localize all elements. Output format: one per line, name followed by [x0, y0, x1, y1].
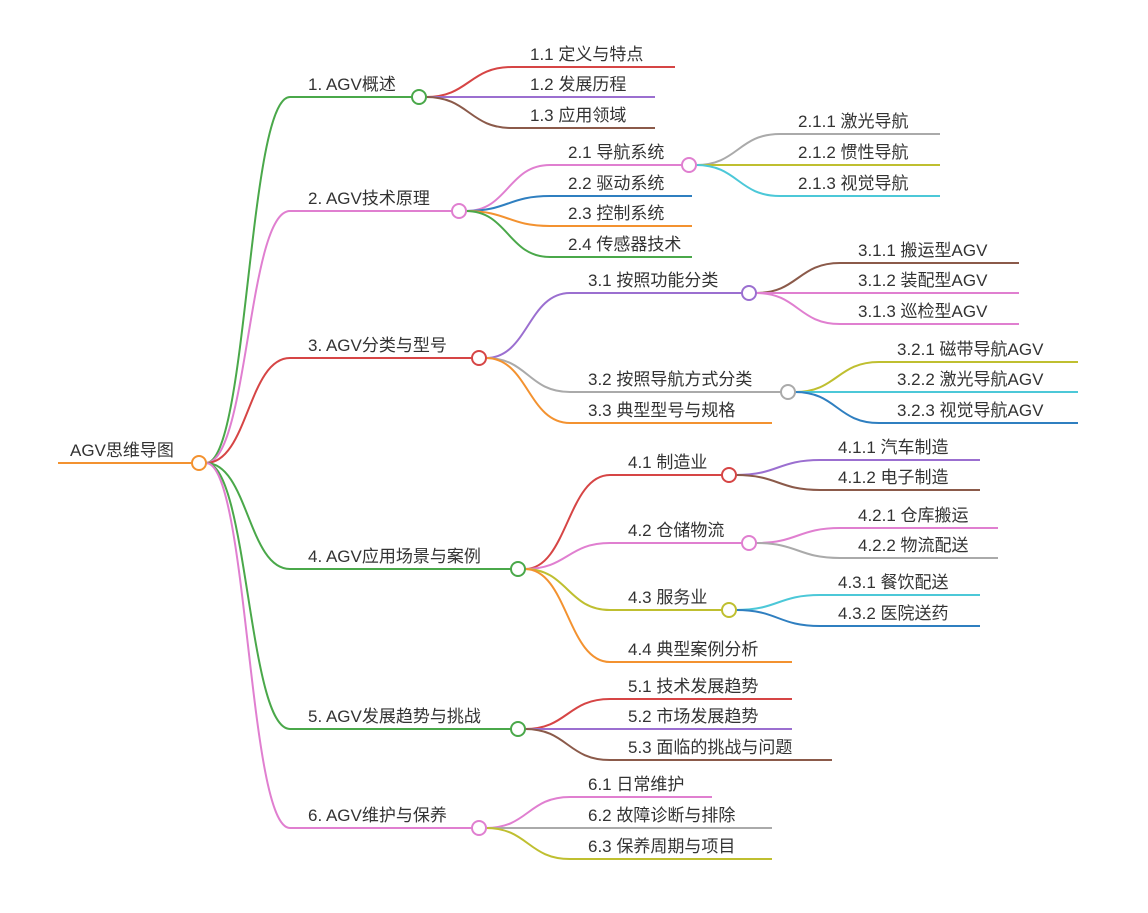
node-label-3-2-3[interactable]: 3.2.3 视觉导航AGV	[897, 401, 1044, 420]
node-label-4-3-2[interactable]: 4.3.2 医院送药	[838, 604, 949, 623]
edge-3-3	[485, 357, 772, 424]
edge-3	[205, 357, 472, 464]
node-label-4-1[interactable]: 4.1 制造业	[628, 453, 707, 472]
node-label-1-2[interactable]: 1.2 发展历程	[530, 75, 626, 94]
node-label-4-3[interactable]: 4.3 服务业	[628, 588, 707, 607]
edge-6-3	[485, 827, 772, 860]
node-label-6[interactable]: 6. AGV维护与保养	[308, 806, 447, 825]
node-label-3-2-1[interactable]: 3.2.1 磁带导航AGV	[897, 340, 1044, 359]
node-label-2-1[interactable]: 2.1 导航系统	[568, 143, 664, 162]
node-label-3[interactable]: 3. AGV分类与型号	[308, 336, 447, 355]
edge-3-1	[485, 292, 742, 359]
edge-1-3	[425, 96, 655, 129]
edge-2-2	[465, 195, 692, 212]
edge-2-1-1	[695, 133, 940, 166]
node-label-5-1[interactable]: 5.1 技术发展趋势	[628, 677, 758, 696]
collapse-toggle-4-1[interactable]	[721, 467, 737, 483]
edge-4-4	[524, 568, 792, 663]
edge-6	[205, 462, 472, 829]
edges	[58, 66, 1078, 860]
collapse-toggle-3-2[interactable]	[780, 384, 796, 400]
edge-3-2	[485, 357, 781, 393]
edge-2-1	[465, 164, 682, 212]
edge-1	[205, 96, 412, 464]
node-label-2-4[interactable]: 2.4 传感器技术	[568, 235, 681, 254]
edge-4	[205, 462, 511, 570]
node-label-5-3[interactable]: 5.3 面临的挑战与问题	[628, 738, 792, 757]
node-label-2-1-2[interactable]: 2.1.2 惯性导航	[798, 143, 909, 162]
node-label-1-3[interactable]: 1.3 应用领域	[530, 106, 626, 125]
node-label-3-1[interactable]: 3.1 按照功能分类	[588, 271, 718, 290]
edge-4-3-2	[735, 609, 980, 627]
collapse-toggle-4-2[interactable]	[741, 535, 757, 551]
node-label-root[interactable]: AGV思维导图	[70, 441, 174, 460]
edge-5	[205, 462, 511, 730]
collapse-toggle-3[interactable]	[471, 350, 487, 366]
edge-6-1	[485, 796, 712, 829]
node-label-4-1-1[interactable]: 4.1.1 汽车制造	[838, 438, 949, 457]
edge-3-1-3	[755, 292, 1019, 325]
node-label-2-1-3[interactable]: 2.1.3 视觉导航	[798, 174, 909, 193]
edge-3-1-1	[755, 262, 1019, 294]
nodes: AGV思维导图 1. AGV概述 1.1 定义与特点 1.2 发展历程 1.3 应用领域…	[70, 45, 1044, 856]
edge-3-2-3	[794, 391, 1078, 424]
edge-4-1-1	[735, 459, 980, 476]
edge-2-3	[465, 210, 692, 227]
node-label-5-2[interactable]: 5.2 市场发展趋势	[628, 707, 758, 726]
edge-2-1-3	[695, 164, 940, 197]
edge-4-1-2	[735, 474, 980, 491]
node-label-1[interactable]: 1. AGV概述	[308, 75, 396, 94]
edge-2	[205, 210, 452, 464]
node-label-3-3[interactable]: 3.3 典型型号与规格	[588, 401, 735, 420]
node-label-3-1-3[interactable]: 3.1.3 巡检型AGV	[858, 302, 988, 321]
edge-3-2-1	[794, 361, 1078, 393]
node-label-2-3[interactable]: 2.3 控制系统	[568, 204, 664, 223]
node-label-4[interactable]: 4. AGV应用场景与案例	[308, 547, 481, 566]
node-label-4-2-2[interactable]: 4.2.2 物流配送	[858, 536, 969, 555]
edge-1-1	[425, 66, 675, 98]
edge-5-3	[524, 728, 832, 761]
edge-4-3	[524, 568, 722, 611]
collapse-toggle-root[interactable]	[191, 455, 207, 471]
collapse-toggle-4-3[interactable]	[721, 602, 737, 618]
node-label-1-1[interactable]: 1.1 定义与特点	[530, 45, 643, 64]
node-label-4-3-1[interactable]: 4.3.1 餐饮配送	[838, 573, 949, 592]
node-label-6-2[interactable]: 6.2 故障诊断与排除	[588, 806, 735, 825]
edge-2-4	[465, 210, 692, 258]
node-label-2-2[interactable]: 2.2 驱动系统	[568, 174, 664, 193]
node-label-2[interactable]: 2. AGV技术原理	[308, 189, 430, 208]
collapse-toggle-3-1[interactable]	[741, 285, 757, 301]
node-label-4-2-1[interactable]: 4.2.1 仓库搬运	[858, 506, 969, 525]
node-label-3-2-2[interactable]: 3.2.2 激光导航AGV	[897, 370, 1044, 389]
node-label-3-1-2[interactable]: 3.1.2 装配型AGV	[858, 271, 988, 290]
collapse-toggle-2[interactable]	[451, 203, 467, 219]
node-label-2-1-1[interactable]: 2.1.1 激光导航	[798, 112, 909, 131]
node-label-3-1-1[interactable]: 3.1.1 搬运型AGV	[858, 241, 988, 260]
collapse-toggle-6[interactable]	[471, 820, 487, 836]
edge-4-1	[524, 474, 722, 570]
edge-5-1	[524, 698, 792, 730]
collapse-toggle-2-1[interactable]	[681, 157, 697, 173]
collapse-toggle-1[interactable]	[411, 89, 427, 105]
node-label-6-3[interactable]: 6.3 保养周期与项目	[588, 837, 735, 856]
node-label-5[interactable]: 5. AGV发展趋势与挑战	[308, 707, 481, 726]
edge-4-2	[524, 542, 742, 570]
collapse-toggle-5[interactable]	[510, 721, 526, 737]
node-label-6-1[interactable]: 6.1 日常维护	[588, 775, 684, 794]
node-label-4-4[interactable]: 4.4 典型案例分析	[628, 640, 758, 659]
edge-4-2-1	[755, 527, 998, 544]
collapse-toggle-4[interactable]	[510, 561, 526, 577]
node-label-3-2[interactable]: 3.2 按照导航方式分类	[588, 370, 752, 389]
edge-4-3-1	[735, 594, 980, 611]
node-label-4-2[interactable]: 4.2 仓储物流	[628, 521, 724, 540]
edge-4-2-2	[755, 542, 998, 559]
node-label-4-1-2[interactable]: 4.1.2 电子制造	[838, 468, 949, 487]
